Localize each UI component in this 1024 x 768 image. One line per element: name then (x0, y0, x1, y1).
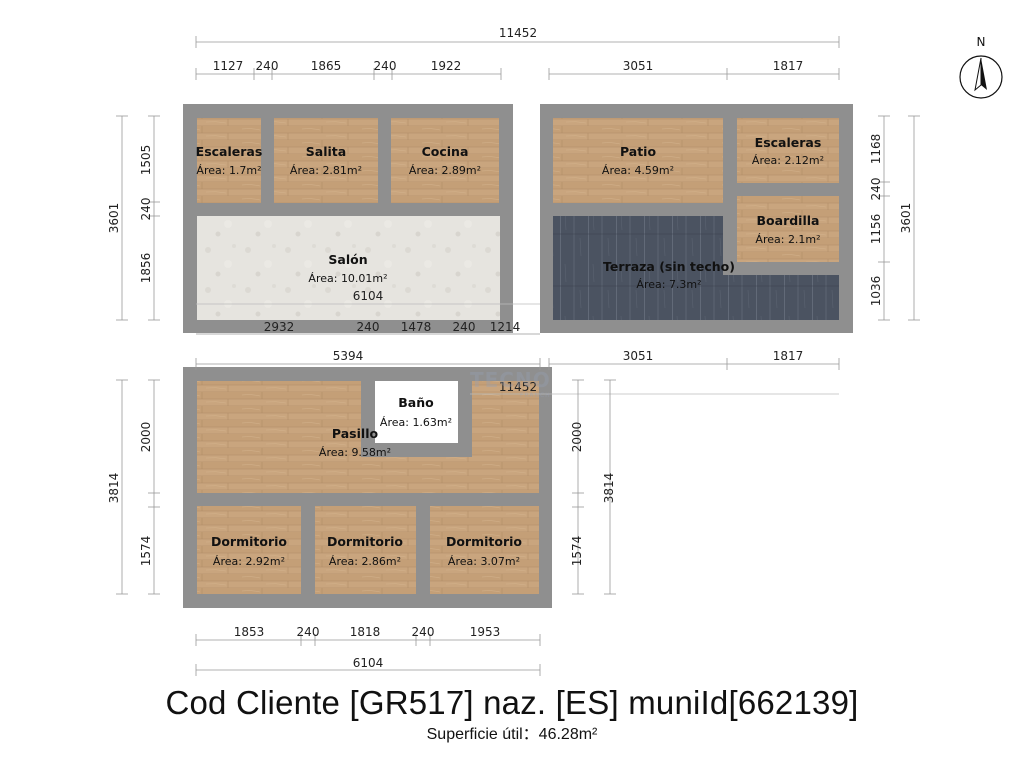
dim-top-total: 11452 (499, 26, 537, 40)
dim-upper-bottom-seg: 240 (453, 320, 476, 334)
room-terraza-area: Área: 7.3m² (636, 278, 701, 291)
dim-top-seg: 1922 (431, 59, 462, 73)
room-salita-floor (274, 118, 378, 203)
room-dormitorio3-floor (430, 506, 539, 594)
room-pasillo-floor (197, 381, 539, 493)
dim-lower-bottom-seg: 1853 (234, 625, 265, 639)
room-boardilla-floor (737, 196, 839, 262)
room-cocina-area: Área: 2.89m² (409, 164, 481, 177)
dim-top-seg: 1865 (311, 59, 342, 73)
client-code-title: Cod Cliente [GR517] naz. [ES] muniId[662… (165, 684, 859, 721)
dim-lower-right-seg: 2000 (570, 422, 584, 453)
dim-top-seg: 3051 (623, 59, 654, 73)
dim-upper-left-seg: 1856 (139, 253, 153, 284)
room-salita-name: Salita (306, 144, 346, 159)
dim-upper-inner-width: 6104 (353, 289, 384, 303)
room-dormitorio2-name: Dormitorio (327, 534, 403, 549)
dim-upper-right-seg: 1156 (869, 214, 883, 245)
room-cocina-name: Cocina (422, 144, 469, 159)
dim-middle-seg: 3051 (623, 349, 654, 363)
dim-top-seg: 240 (374, 59, 397, 73)
room-escaleras2-floor (737, 118, 839, 183)
room-escaleras-floor (197, 118, 261, 203)
room-terraza-name: Terraza (sin techo) (603, 259, 735, 274)
dim-lower-bottom-seg: 1818 (350, 625, 381, 639)
room-bano-area: Área: 1.63m² (380, 416, 452, 429)
room-bano-name: Baño (398, 395, 434, 410)
dim-lower-left-total: 3814 (107, 473, 121, 504)
room-boardilla-name: Boardilla (757, 213, 820, 228)
watermark-sub: FRANCH (520, 392, 551, 399)
dim-lower-bottom-seg: 240 (297, 625, 320, 639)
dim-upper-bottom-seg: 1478 (401, 320, 432, 334)
room-salon-name: Salón (328, 252, 367, 267)
room-dormitorio3-area: Área: 3.07m² (448, 555, 520, 568)
room-escaleras2-area: Área: 2.12m² (752, 154, 824, 167)
room-cocina-floor (391, 118, 499, 203)
dim-middle-seg: 5394 (333, 349, 364, 363)
dim-upper-bottom-seg: 2932 (264, 320, 295, 334)
dim-upper-left-seg: 1505 (139, 145, 153, 176)
room-bano-floor (375, 381, 458, 443)
dim-upper-right-total: 3601 (899, 203, 913, 234)
dim-upper-left-seg: 240 (139, 198, 153, 221)
room-dormitorio3-name: Dormitorio (446, 534, 522, 549)
dim-upper-bottom-seg: 1214 (490, 320, 521, 334)
room-dormitorio2-floor (315, 506, 416, 594)
dim-lower-bottom-total: 6104 (353, 656, 384, 670)
dim-upper-right-seg: 240 (869, 178, 883, 201)
room-dormitorio2-area: Área: 2.86m² (329, 555, 401, 568)
dim-middle-seg: 1817 (773, 349, 804, 363)
dim-top-seg: 1127 (213, 59, 244, 73)
dim-upper-right-seg: 1036 (869, 276, 883, 307)
room-pasillo-name: Pasillo (332, 426, 379, 441)
dim-top-seg: 1817 (773, 59, 804, 73)
room-patio-name: Patio (620, 144, 657, 159)
room-patio-area: Área: 4.59m² (602, 164, 674, 177)
dim-lower-right-seg: 1574 (570, 536, 584, 567)
dim-lower-bottom-seg: 1953 (470, 625, 501, 639)
dim-upper-right-seg: 1168 (869, 134, 883, 165)
room-escaleras-area: Área: 1.7m² (196, 164, 261, 177)
dim-lower-bottom-seg: 240 (412, 625, 435, 639)
dim-middle-total: 11452 (499, 380, 537, 394)
room-pasillo-area: Área: 9.58m² (319, 446, 391, 459)
watermark: TECNO (470, 368, 551, 392)
room-dormitorio1-floor (197, 506, 301, 594)
dim-lower-right-total: 3814 (602, 473, 616, 504)
room-terraza-floor (553, 216, 839, 320)
room-dormitorio1-area: Área: 2.92m² (213, 555, 285, 568)
dimension-labels: 11452 1127 240 1865 240 1922 3051 1817 3… (107, 26, 913, 670)
north-arrow-icon: N (959, 35, 1003, 99)
useful-surface-label: Superficie útil：46.28m² (426, 726, 598, 743)
room-escaleras-name: Escaleras (196, 144, 263, 159)
dim-upper-bottom-seg: 240 (357, 320, 380, 334)
dim-top-seg: 240 (256, 59, 279, 73)
room-dormitorio1-name: Dormitorio (211, 534, 287, 549)
dimension-lines (116, 36, 920, 676)
dim-lower-left-seg: 1574 (139, 536, 153, 567)
room-boardilla-area: Área: 2.1m² (755, 233, 820, 246)
room-escaleras2-name: Escaleras (755, 135, 822, 150)
room-patio-floor (553, 118, 723, 203)
dim-upper-left-total: 3601 (107, 203, 121, 234)
room-salon-area: Área: 10.01m² (308, 272, 387, 285)
dim-lower-left-seg: 2000 (139, 422, 153, 453)
room-salon-floor (197, 216, 500, 320)
room-salita-area: Área: 2.81m² (290, 164, 362, 177)
north-label: N (977, 35, 986, 49)
